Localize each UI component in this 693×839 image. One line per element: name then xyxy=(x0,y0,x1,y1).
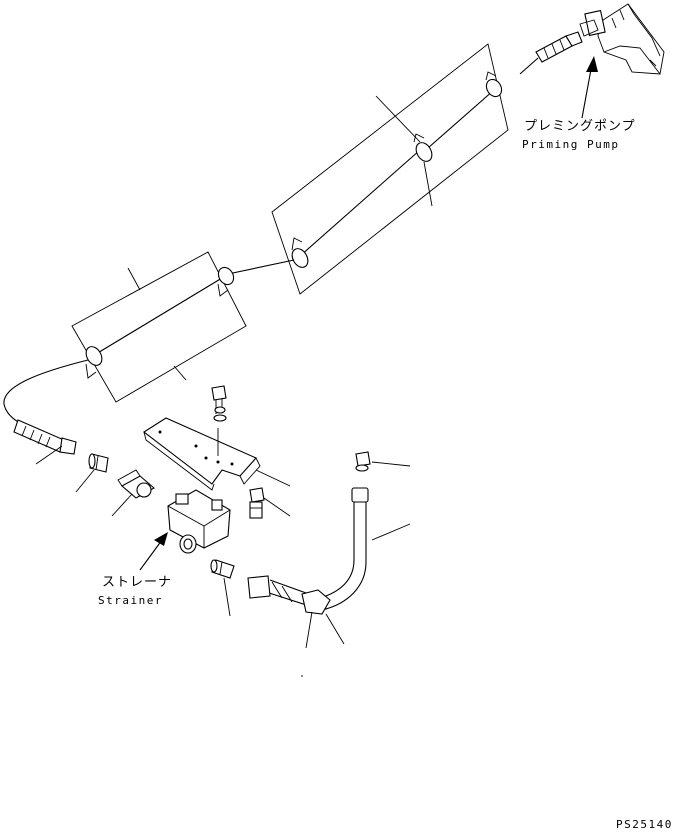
bolt-lower xyxy=(249,487,265,519)
connecting-hose xyxy=(227,259,295,275)
bolt-top xyxy=(211,385,227,456)
strainer-label-en: Strainer xyxy=(98,594,163,607)
priming-pump xyxy=(579,3,665,75)
priming-pump-label-jp: プレミングポンプ xyxy=(524,119,636,134)
leader-hose-end xyxy=(35,445,63,465)
clamp-lower-2 xyxy=(85,346,103,379)
adapter-fitting xyxy=(88,453,109,473)
lower-hose-box xyxy=(71,251,247,403)
clamp-upper-3 xyxy=(291,237,309,268)
mounting-bracket xyxy=(143,417,261,491)
leader-bolt-lower xyxy=(263,497,291,517)
leader-fitting-lower xyxy=(223,577,231,617)
leader-hose-clamp-a xyxy=(305,611,313,649)
strainer xyxy=(167,489,231,554)
clamp-lower-1 xyxy=(217,266,235,297)
priming-pump-arrow xyxy=(581,56,598,119)
bent-hose xyxy=(247,487,369,615)
leader-adapter xyxy=(75,469,95,493)
hose-end-fitting xyxy=(13,419,77,455)
drawing-code: PS25140 xyxy=(616,818,673,831)
clamp-upper-1 xyxy=(485,71,503,98)
upper-hose-box xyxy=(271,43,509,295)
leader-elbow xyxy=(371,461,411,467)
fitting-lower xyxy=(210,559,235,579)
leader-clip xyxy=(111,493,133,517)
leader-bent-hose xyxy=(371,523,411,541)
elbow-fitting xyxy=(355,451,371,472)
strainer-label-jp: ストレーナ xyxy=(102,575,172,590)
bracket-clip xyxy=(117,469,155,499)
strainer-arrow xyxy=(139,532,168,571)
leader-bracket xyxy=(255,469,291,487)
hose-fitting-top xyxy=(519,31,583,75)
hose-curve xyxy=(3,359,89,425)
leader-hose-clamp-b xyxy=(325,613,345,645)
priming-pump-label-en: Priming Pump xyxy=(522,138,619,151)
clamp-upper-2 xyxy=(413,133,433,162)
